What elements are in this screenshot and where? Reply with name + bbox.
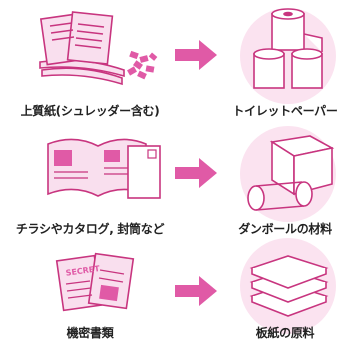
toilet-paper-icon: [240, 8, 336, 104]
target-label: トイレットペーパー: [232, 104, 338, 118]
source-label: 上質紙(シュレッダー含む): [20, 104, 160, 118]
secret-documents-icon: SECRET: [55, 252, 135, 312]
arrow-right-icon: [175, 276, 217, 306]
source-label: 機密書類: [66, 326, 114, 340]
shredded-paper-icon: [39, 11, 158, 86]
arrow-right-icon: [175, 158, 217, 188]
cardboard-box-icon: [240, 126, 336, 222]
source-label: チラシやカタログ, 封筒など: [15, 222, 165, 236]
paperboard-stack-icon: [240, 238, 336, 334]
magazine-envelope-icon: [47, 138, 161, 199]
target-label: 板紙の原料: [255, 326, 315, 340]
arrow-right-icon: [175, 40, 217, 70]
target-label: ダンボールの材料: [238, 222, 332, 236]
